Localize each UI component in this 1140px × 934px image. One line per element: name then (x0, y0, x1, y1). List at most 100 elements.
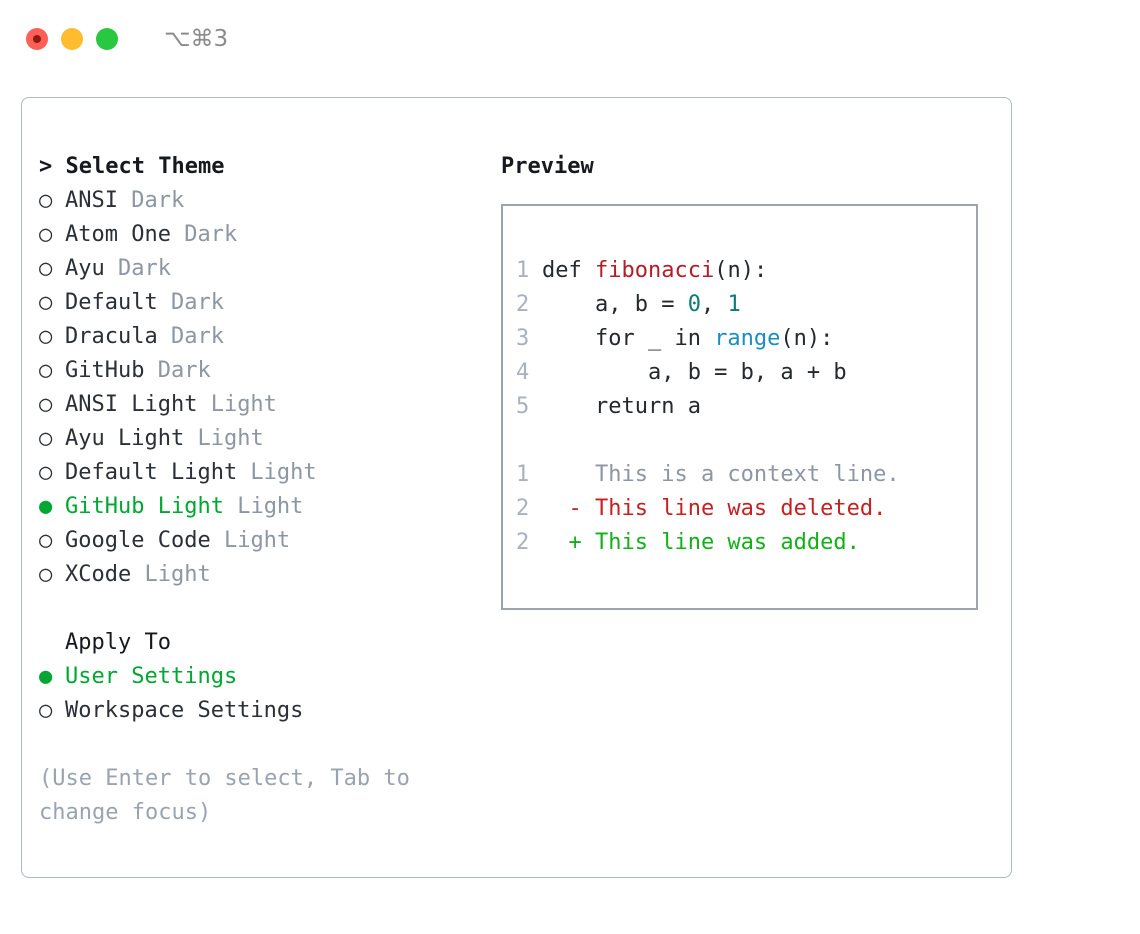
theme-option-variant: Light (131, 562, 211, 587)
code-token-plain: (n): (714, 258, 768, 283)
line-number: 2 (516, 292, 530, 317)
theme-option-variant: Light (197, 392, 277, 417)
apply-to-list: ● User Settings ○Workspace Settings (39, 660, 469, 728)
close-button[interactable] (26, 28, 48, 50)
theme-option-name: Dracula (65, 324, 158, 349)
theme-option-name: Ayu Light (65, 426, 185, 451)
radio-unselected-icon: ○ (39, 222, 53, 247)
line-number: 4 (516, 360, 530, 385)
radio-unselected-icon: ○ (39, 426, 53, 451)
preview-column: Preview 1 def fibonacci(n): 2 a, b = 0, 1 3… (501, 150, 991, 610)
theme-option-name: GitHub (65, 358, 145, 383)
diff-line-context: 1 This is a context line. (516, 458, 900, 492)
code-sample: 1 def fibonacci(n): 2 a, b = 0, 1 3 for _ i… (516, 254, 900, 560)
theme-option-dracula[interactable]: ○Dracula Dark (39, 320, 469, 354)
code-lines: 1 def fibonacci(n): 2 a, b = 0, 1 3 for _ i… (516, 254, 900, 424)
list-spacer (39, 592, 469, 626)
preview-box: 1 def fibonacci(n): 2 a, b = 0, 1 3 for _ i… (501, 204, 978, 610)
theme-option-name: ANSI (65, 188, 118, 213)
apply-to-option-name: User Settings (65, 664, 238, 689)
theme-option-name: ANSI Light (65, 392, 198, 417)
radio-unselected-icon: ○ (39, 562, 53, 587)
main-panel: > Select Theme ○ANSI Dark○Atom One Dark○… (21, 97, 1012, 878)
apply-to-option-workspace-settings[interactable]: ○Workspace Settings (39, 694, 469, 728)
code-token-builtin: range (714, 326, 781, 351)
theme-option-variant: Dark (117, 188, 185, 213)
code-line: 3 for _ in range(n): (516, 322, 900, 356)
select-theme-title: Select Theme (65, 154, 225, 179)
code-line: 1 def fibonacci(n): (516, 254, 900, 288)
theme-option-name: Atom One (65, 222, 171, 247)
code-token-plain: a, b = (542, 292, 688, 317)
code-token-kw: def (542, 258, 595, 283)
theme-option-ayu-light[interactable]: ○ Ayu Light Light (39, 422, 469, 456)
maximize-button[interactable] (96, 28, 118, 50)
theme-option-name: XCode (65, 562, 132, 587)
theme-option-variant: Dark (144, 358, 211, 383)
minimize-button[interactable] (61, 28, 83, 50)
keyboard-hint: (Use Enter to select, Tab to change focu… (39, 766, 410, 825)
window-controls (26, 28, 118, 50)
diff-line-deleted: 2 - This line was deleted. (516, 492, 900, 526)
code-token-plain: a, b = b, a + b (542, 360, 847, 385)
code-token-fn: fibonacci (594, 258, 715, 283)
code-token-num: 0 (687, 292, 701, 317)
apply-to-heading: Apply To (39, 626, 469, 660)
radio-unselected-icon: ○ (39, 460, 53, 485)
theme-option-name: Default (65, 290, 158, 315)
radio-unselected-icon: ○ (39, 392, 53, 417)
code-token-num: 1 (727, 292, 741, 317)
line-number: 1 (516, 258, 530, 283)
code-token-plain: for _ in (542, 326, 715, 351)
theme-option-github-light[interactable]: ●GitHub Light Light (39, 490, 469, 524)
theme-option-variant: Dark (104, 256, 171, 281)
theme-option-default[interactable]: ○ Default Dark (39, 286, 469, 320)
theme-option-name: Default Light (65, 460, 238, 485)
apply-to-title: Apply To (65, 630, 171, 655)
theme-option-variant: Light (237, 460, 317, 485)
line-number: 2 (516, 530, 530, 555)
code-token-plain: return a (542, 394, 701, 419)
theme-option-variant: Dark (157, 290, 224, 315)
theme-option-default-light[interactable]: ○ Default Light Light (39, 456, 469, 490)
theme-select-column: > Select Theme ○ANSI Dark○Atom One Dark○… (39, 150, 469, 830)
theme-option-google-code[interactable]: ○ Google Code Light (39, 524, 469, 558)
apply-to-option-user-settings[interactable]: ● User Settings (39, 660, 469, 694)
select-theme-heading: > Select Theme (39, 150, 469, 184)
keyboard-shortcut-label: ⌥⌘3 (164, 26, 229, 52)
title-bar: ⌥⌘3 (0, 0, 1140, 78)
theme-option-ansi[interactable]: ○ ANSI Dark (39, 184, 469, 218)
theme-option-name: Google Code (65, 528, 211, 553)
code-line: 5 return a (516, 390, 900, 424)
radio-unselected-icon: ○ (39, 256, 53, 281)
radio-selected-icon: ● (39, 664, 53, 689)
line-number: 1 (516, 462, 530, 487)
theme-option-variant: Dark (170, 222, 238, 247)
diff-line-text: This is a context line. (542, 462, 900, 487)
radio-selected-icon: ● (39, 494, 53, 519)
radio-unselected-icon: ○ (39, 188, 53, 213)
theme-option-variant: Light (223, 494, 304, 519)
radio-unselected-icon: ○ (39, 528, 53, 553)
theme-option-variant: Dark (157, 324, 224, 349)
radio-unselected-icon: ○ (39, 358, 53, 383)
theme-list: ○ ANSI Dark ○ Atom One Dark ○ Ayu Dark ○ Defaul… (39, 184, 469, 592)
theme-option-github[interactable]: ○ GitHub Dark (39, 354, 469, 388)
theme-option-xcode[interactable]: ○ XCode Light (39, 558, 469, 592)
theme-option-atom-one[interactable]: ○ Atom One Dark (39, 218, 469, 252)
line-number: 5 (516, 394, 530, 419)
apply-to-option-name: Workspace Settings (65, 698, 304, 723)
code-token-plain: , (700, 292, 728, 317)
line-number: 3 (516, 326, 530, 351)
diff-line-text: + This line was added. (542, 530, 860, 555)
diff-line-added: 2 + This line was added. (516, 526, 900, 560)
theme-option-ansi-light[interactable]: ○ ANSI Light Light (39, 388, 469, 422)
preview-heading: Preview (501, 154, 594, 179)
code-line: 4 a, b = b, a + b (516, 356, 900, 390)
radio-unselected-icon: ○ (39, 290, 53, 315)
theme-option-ayu[interactable]: ○ Ayu Dark (39, 252, 469, 286)
theme-option-name: Ayu (65, 256, 105, 281)
theme-option-variant: Light (184, 426, 264, 451)
theme-option-variant: Light (210, 528, 291, 553)
